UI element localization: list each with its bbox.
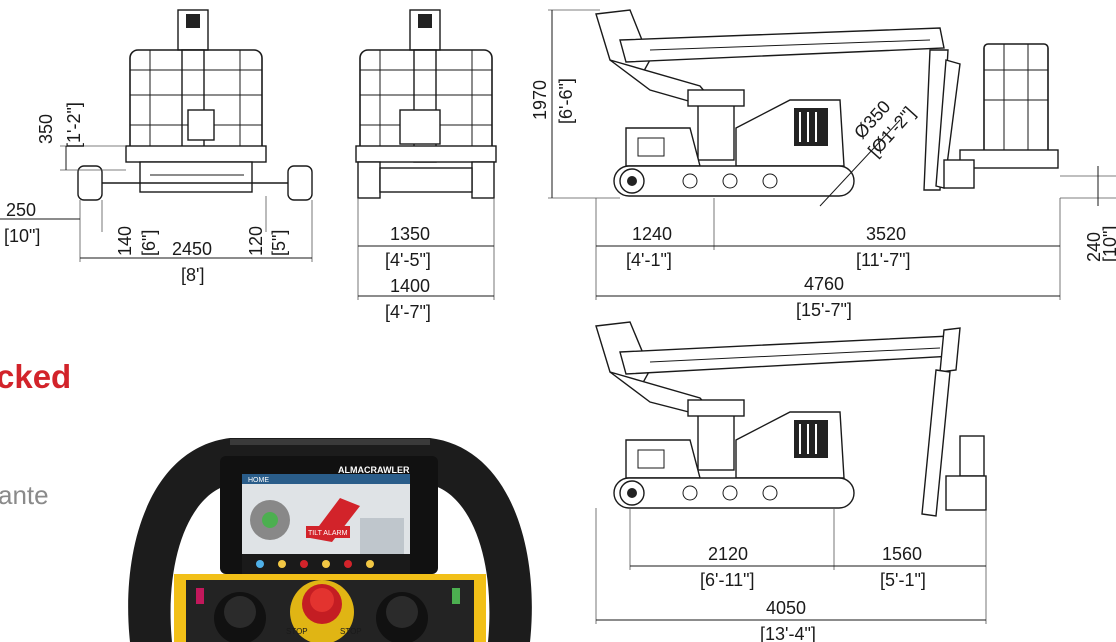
side-view-compact <box>595 321 987 624</box>
rear-length-imperial: [11'-7"] <box>856 250 911 270</box>
track-width-value: 1350 <box>390 224 430 244</box>
guard-height-value: 350 <box>36 114 56 144</box>
front-length-imperial: [4'-1"] <box>626 250 672 270</box>
stop-label-left: STOP <box>286 627 308 636</box>
jib-length-value: 1560 <box>882 544 922 564</box>
clearance-right-imperial: [5"] <box>269 230 289 256</box>
clearance-right-value: 120 <box>246 226 266 256</box>
stop-label-right: STOP <box>340 627 362 636</box>
side-view <box>548 9 1116 300</box>
compact-total-length-value: 4050 <box>766 598 806 618</box>
jib-length-imperial: [5'-1"] <box>880 570 926 590</box>
remote-controller-image: HOME ALMACRAWLER TILT ALARM STOP STOP <box>128 438 532 642</box>
rear-view <box>355 9 497 300</box>
section-subheading: ante <box>0 480 49 510</box>
guard-height-imperial: [1'-2"] <box>64 102 84 148</box>
side-height-value: 1970 <box>530 80 550 120</box>
brand-label: ALMACRAWLER <box>338 465 410 475</box>
front-view <box>0 9 313 262</box>
total-length-imperial: [15'-7"] <box>796 300 852 320</box>
overall-width-value: 2450 <box>172 239 212 259</box>
screen-tab-label: HOME <box>248 477 269 484</box>
chassis-length-imperial: [6'-11"] <box>700 570 755 590</box>
track-width-imperial: [4'-5"] <box>385 250 431 270</box>
body-width-value: 1400 <box>390 276 430 296</box>
overall-width-imperial: [8'] <box>181 265 204 285</box>
total-length-value: 4760 <box>804 274 844 294</box>
section-heading: cked <box>0 358 72 395</box>
rear-length-value: 3520 <box>866 224 906 244</box>
outrigger-offset-value: 250 <box>6 200 36 220</box>
tilt-alarm-label: TILT ALARM <box>308 530 348 537</box>
chassis-length-value: 2120 <box>708 544 748 564</box>
clearance-left-imperial: [6"] <box>139 230 159 256</box>
ground-clearance-value: 240 <box>1084 232 1104 262</box>
compact-total-length-imperial: [13'-4"] <box>760 624 816 642</box>
side-height-imperial: [6'-6"] <box>556 78 576 124</box>
ground-clearance-imperial: [10"] <box>1100 226 1116 262</box>
body-width-imperial: [4'-7"] <box>385 302 431 322</box>
front-length-value: 1240 <box>632 224 672 244</box>
clearance-left-value: 140 <box>115 226 135 256</box>
outrigger-offset-imperial: [10"] <box>4 226 40 246</box>
